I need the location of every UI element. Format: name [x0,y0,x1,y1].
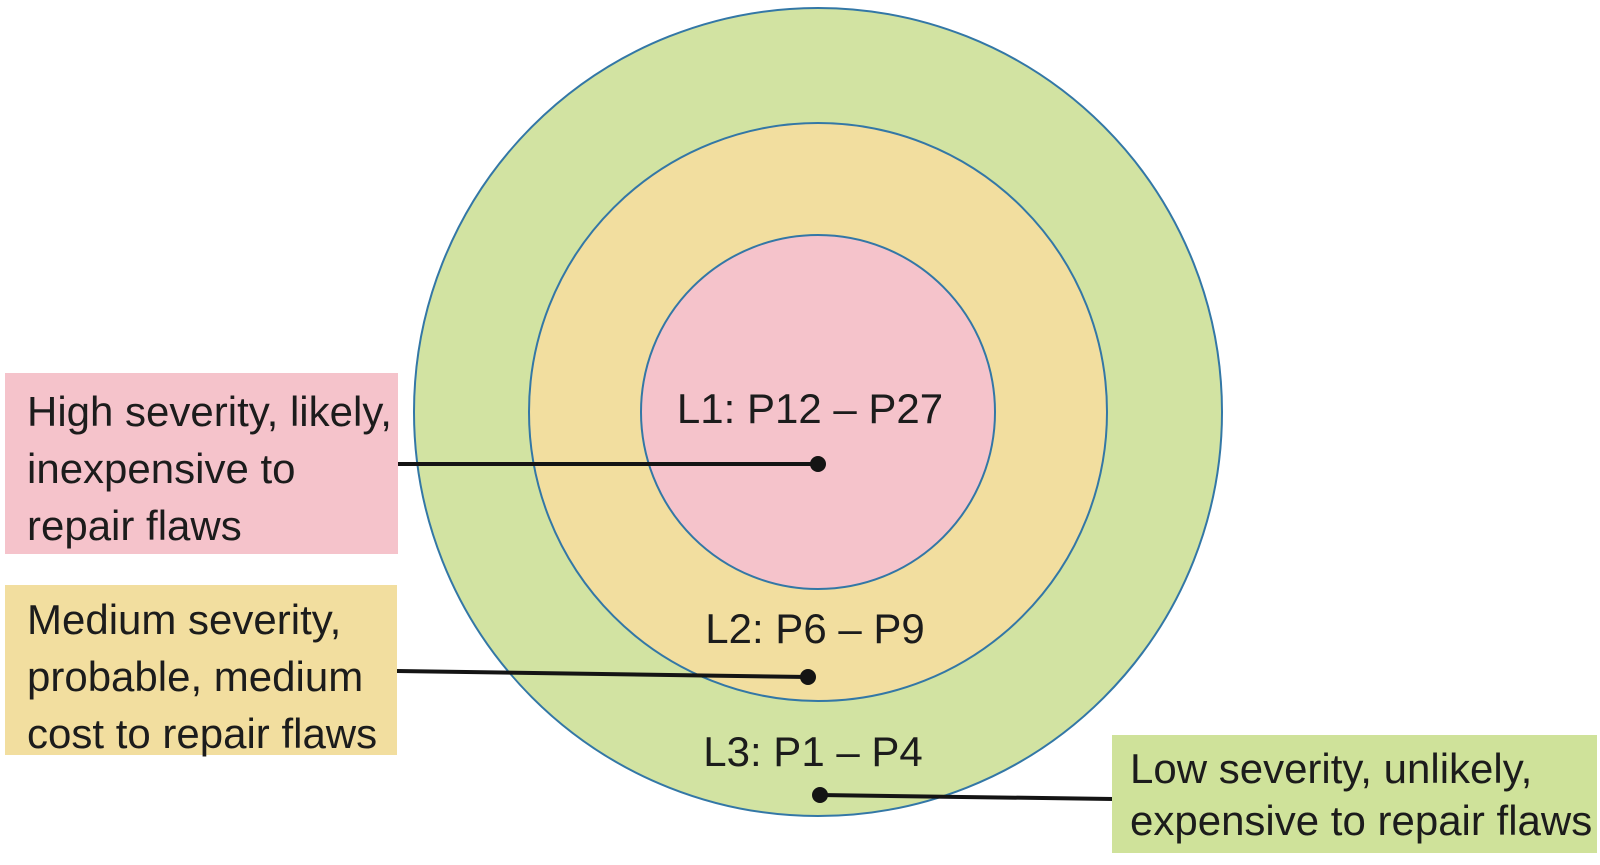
callout-high-line-2: inexpensive to [27,445,296,492]
connector-high-dot [810,456,826,472]
ring-l1-inner-circle [640,234,996,590]
callout-medium-line-3: cost to repair flaws [27,710,378,757]
connector-medium-line [396,669,809,679]
callout-high-severity: High severity, likely, inexpensive to re… [5,373,398,554]
ring-label-l3: L3: P1 – P4 [703,728,923,775]
callout-medium-severity: Medium severity, probable, medium cost t… [5,585,397,757]
callout-low-line-1: Low severity, unlikely, [1130,745,1533,792]
callout-high-line-1: High severity, likely, [27,388,392,435]
ring-label-l1: L1: P12 – P27 [676,385,944,432]
callout-medium-line-2: probable, medium [27,653,364,700]
callout-high-line-3: repair flaws [27,502,242,549]
callout-medium-line-1: Medium severity, [27,596,342,643]
connector-low-line [819,793,1114,801]
connector-medium-dot [800,669,816,685]
connector-low-dot [812,787,828,803]
ring-label-l2: L2: P6 – P9 [705,605,925,652]
callout-low-line-2: expensive to repair flaws [1130,797,1593,844]
callout-low-severity: Low severity, unlikely, expensive to rep… [1112,735,1597,853]
